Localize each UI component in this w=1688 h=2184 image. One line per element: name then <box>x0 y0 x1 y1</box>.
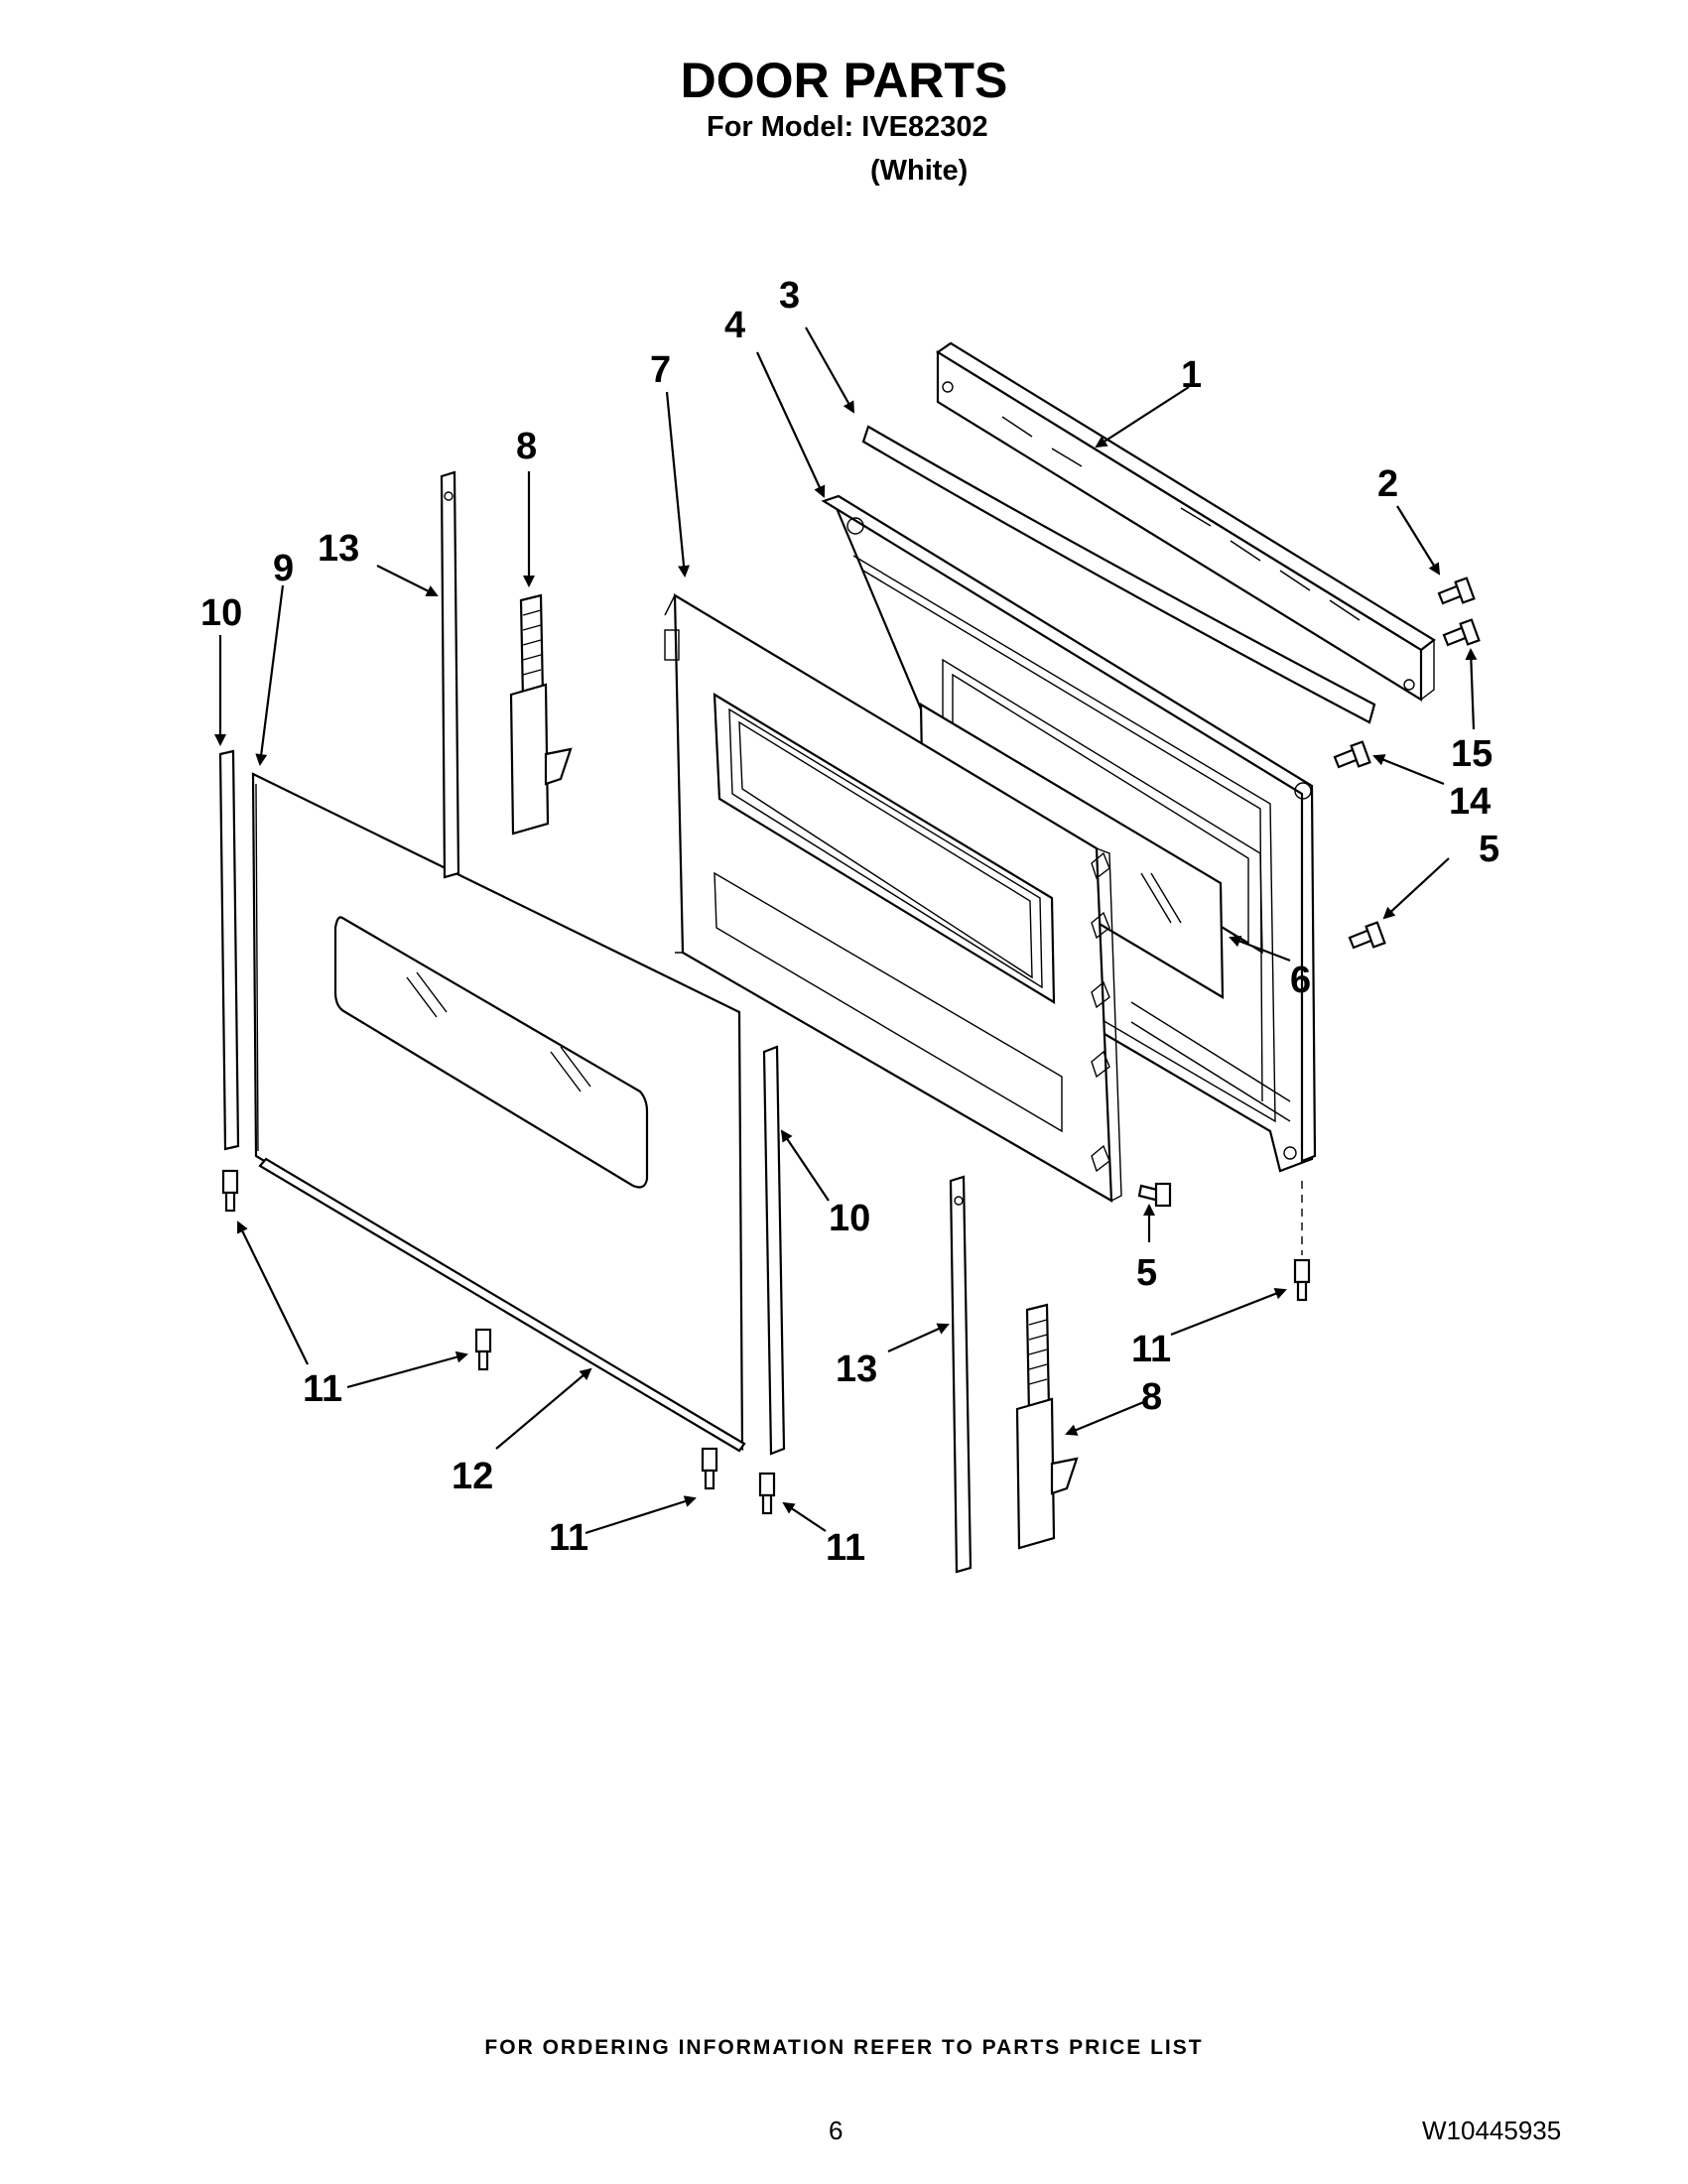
callout-12: 12 <box>452 1456 493 1497</box>
part-door-panel <box>664 593 1122 1203</box>
screw-11-d <box>758 1472 776 1515</box>
part-hinge-receiver-right <box>949 1175 973 1574</box>
part-hinge-right <box>1015 1303 1079 1550</box>
screw-5-bottom <box>1137 1182 1172 1208</box>
part-outer-glass <box>251 772 744 1451</box>
screw-15 <box>1442 618 1481 647</box>
callout-3: 3 <box>779 275 800 317</box>
callout-11-left: 11 <box>303 1368 342 1410</box>
callout-2: 2 <box>1377 463 1398 505</box>
callout-6: 6 <box>1290 960 1311 1001</box>
part-hinge-receiver-left <box>440 470 460 879</box>
screw-5-right <box>1348 921 1386 950</box>
ordering-note: FOR ORDERING INFORMATION REFER TO PARTS … <box>484 2036 1204 2059</box>
screw-11-a <box>221 1169 239 1213</box>
callout-11-center: 11 <box>549 1517 588 1559</box>
callout-11-right: 11 <box>1131 1329 1171 1370</box>
callout-13-bottom: 13 <box>836 1349 877 1390</box>
part-door-handle <box>861 425 1376 724</box>
screw-11-c <box>701 1447 718 1490</box>
callout-9: 9 <box>273 548 294 589</box>
callout-4: 4 <box>724 305 745 346</box>
callout-11-bottom-right: 11 <box>826 1527 865 1569</box>
callout-5-right: 5 <box>1479 829 1499 870</box>
callout-5-bottom: 5 <box>1136 1252 1157 1294</box>
page-title: DOOR PARTS <box>680 53 1008 108</box>
screw-11-b <box>474 1328 492 1371</box>
callout-13-top: 13 <box>318 528 359 570</box>
part-side-trim-left <box>218 749 240 1151</box>
screw-14 <box>1333 740 1371 769</box>
page-number: 6 <box>829 2116 844 2145</box>
callout-1: 1 <box>1181 354 1202 396</box>
part-bottom-trim <box>258 1157 746 1453</box>
screw-parts <box>221 577 1481 1515</box>
model-line: For Model: IVE82302 <box>707 111 988 143</box>
document-number: W10445935 <box>1422 2116 1562 2145</box>
color-line: (White) <box>870 155 969 187</box>
callout-14: 14 <box>1449 781 1491 823</box>
part-hinge-left <box>509 593 573 835</box>
screw-2 <box>1437 577 1476 605</box>
callout-8-top: 8 <box>516 426 537 467</box>
callout-10-right: 10 <box>829 1198 870 1239</box>
callout-15: 15 <box>1451 733 1493 775</box>
screw-11-e <box>1293 1258 1311 1302</box>
callout-7: 7 <box>650 349 671 391</box>
part-vent-trim <box>935 341 1436 702</box>
callout-10-left: 10 <box>200 592 242 634</box>
leader-lines <box>214 326 1478 1535</box>
callout-8-bottom: 8 <box>1141 1376 1162 1418</box>
part-side-trim-right <box>762 1045 786 1456</box>
